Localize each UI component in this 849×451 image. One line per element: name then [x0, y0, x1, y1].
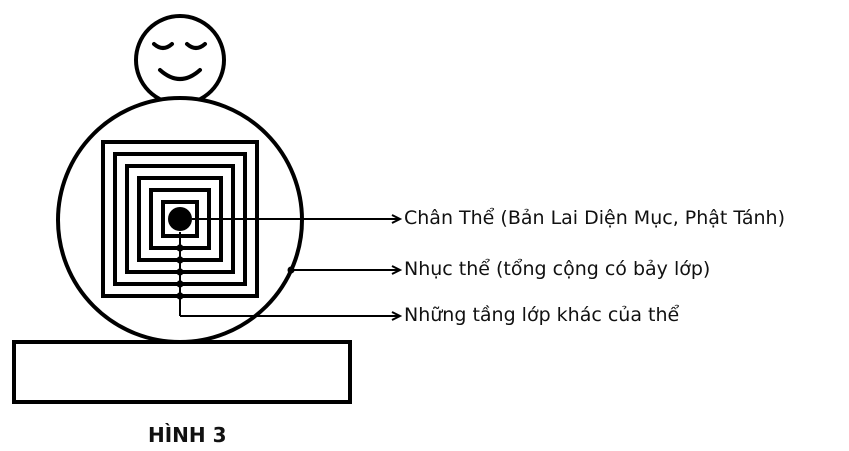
right-eye — [185, 42, 207, 50]
figure-caption: HÌNH 3 — [148, 423, 227, 447]
label-true-self: Chân Thể (Bản Lai Diện Mục, Phật Tánh) — [404, 207, 786, 229]
layer-chain — [176, 232, 184, 316]
head — [134, 14, 226, 106]
smile — [158, 68, 202, 81]
pointer-lines — [180, 214, 403, 321]
pedestal — [12, 340, 352, 404]
label-physical-body: Nhục thể (tổng cộng có bảy lớp) — [404, 258, 711, 280]
core-dot — [168, 207, 192, 231]
label-other-layers: Những tầng lớp khác của thể — [404, 304, 680, 326]
left-eye — [152, 42, 174, 50]
